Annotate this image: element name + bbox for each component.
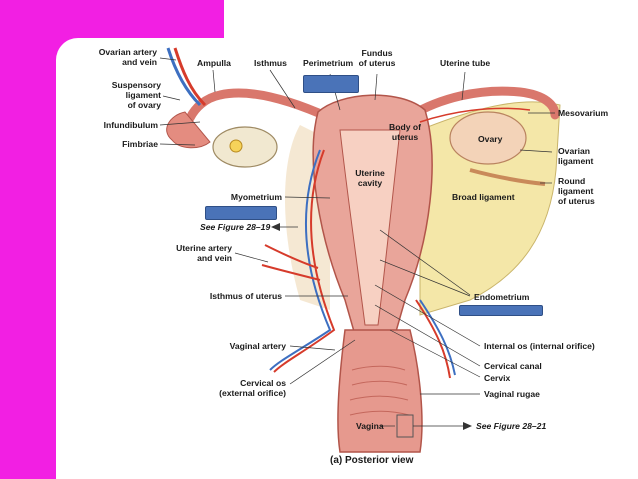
label-fundus: Fundus of uterus (358, 48, 396, 68)
tube-vessels (419, 107, 531, 123)
round-ligament (469, 168, 546, 186)
uterine-cavity-shape (339, 129, 401, 326)
label-cervix: Cervix (484, 373, 511, 383)
right-ovary (449, 111, 527, 165)
label-infundibulum: Infundibulum (103, 120, 158, 130)
label-internal-os: Internal os (internal orifice) (484, 341, 595, 351)
label-perimetrium: Perimetrium (303, 58, 354, 68)
cervix-vagina (337, 329, 423, 453)
magenta-top-band (0, 0, 224, 38)
blue-label-box-perimetrium (303, 75, 359, 93)
label-ovary: Ovary (478, 134, 503, 144)
label-see-figure-19: See Figure 28–19 (200, 222, 271, 232)
label-cervical-os: Cervical os (external orifice) (219, 378, 286, 398)
label-fimbriae: Fimbriae (122, 139, 158, 149)
ovarian-artery (173, 47, 207, 107)
uterine-artery-branches (261, 244, 321, 281)
label-uterine-cavity: Uterine cavity (355, 168, 385, 188)
label-ampulla: Ampulla (197, 58, 231, 68)
right-uterine-tube (405, 86, 560, 121)
label-round-ligament: Round ligament of uterus (558, 176, 595, 206)
blue-label-box-myometrium (205, 206, 277, 220)
label-isthmus-of-uterus: Isthmus of uterus (209, 291, 282, 301)
label-body-of-uterus: Body of uterus (389, 122, 421, 142)
fimbriae-shape (166, 111, 211, 149)
label-broad-ligament: Broad ligament (452, 192, 515, 202)
left-ovary (212, 126, 278, 168)
label-suspensory-ligament: Suspensory ligament of ovary (111, 80, 161, 110)
label-myometrium: Myometrium (230, 192, 282, 202)
label-vaginal-rugae: Vaginal rugae (484, 389, 540, 399)
label-uterine-tube: Uterine tube (440, 58, 491, 68)
label-see-figure-21: See Figure 28–21 (476, 421, 547, 431)
label-ovarian-artery: Ovarian artery and vein (98, 47, 157, 67)
arrow-see-figure-19 (271, 223, 280, 231)
label-ovarian-ligament: Ovarian ligament (558, 146, 594, 166)
label-endometrium: Endometrium (474, 292, 530, 302)
label-vagina: Vagina (356, 421, 384, 431)
arrow-see-figure-21 (463, 422, 472, 430)
vaginal-rugae-lines (349, 365, 410, 416)
label-vaginal-artery: Vaginal artery (229, 341, 286, 351)
label-isthmus: Isthmus (254, 58, 287, 68)
left-follicle (229, 139, 243, 153)
figure-caption: (a) Posterior view (330, 455, 414, 466)
label-cervical-canal: Cervical canal (484, 361, 542, 371)
magenta-left-band (0, 38, 56, 479)
uterine-artery-left (273, 149, 336, 373)
right-artery (415, 299, 451, 379)
label-uterine-artery: Uterine artery and vein (176, 243, 232, 263)
right-vessels (419, 299, 456, 376)
left-uterine-tube (185, 88, 335, 123)
uterine-vessels-left (269, 149, 332, 371)
ovarian-vessels (166, 47, 202, 107)
leader-lines (159, 57, 555, 427)
blue-label-box-endometrium (459, 305, 543, 316)
label-mesovarium: Mesovarium (558, 108, 609, 118)
broad-ligament-shape (419, 101, 561, 316)
